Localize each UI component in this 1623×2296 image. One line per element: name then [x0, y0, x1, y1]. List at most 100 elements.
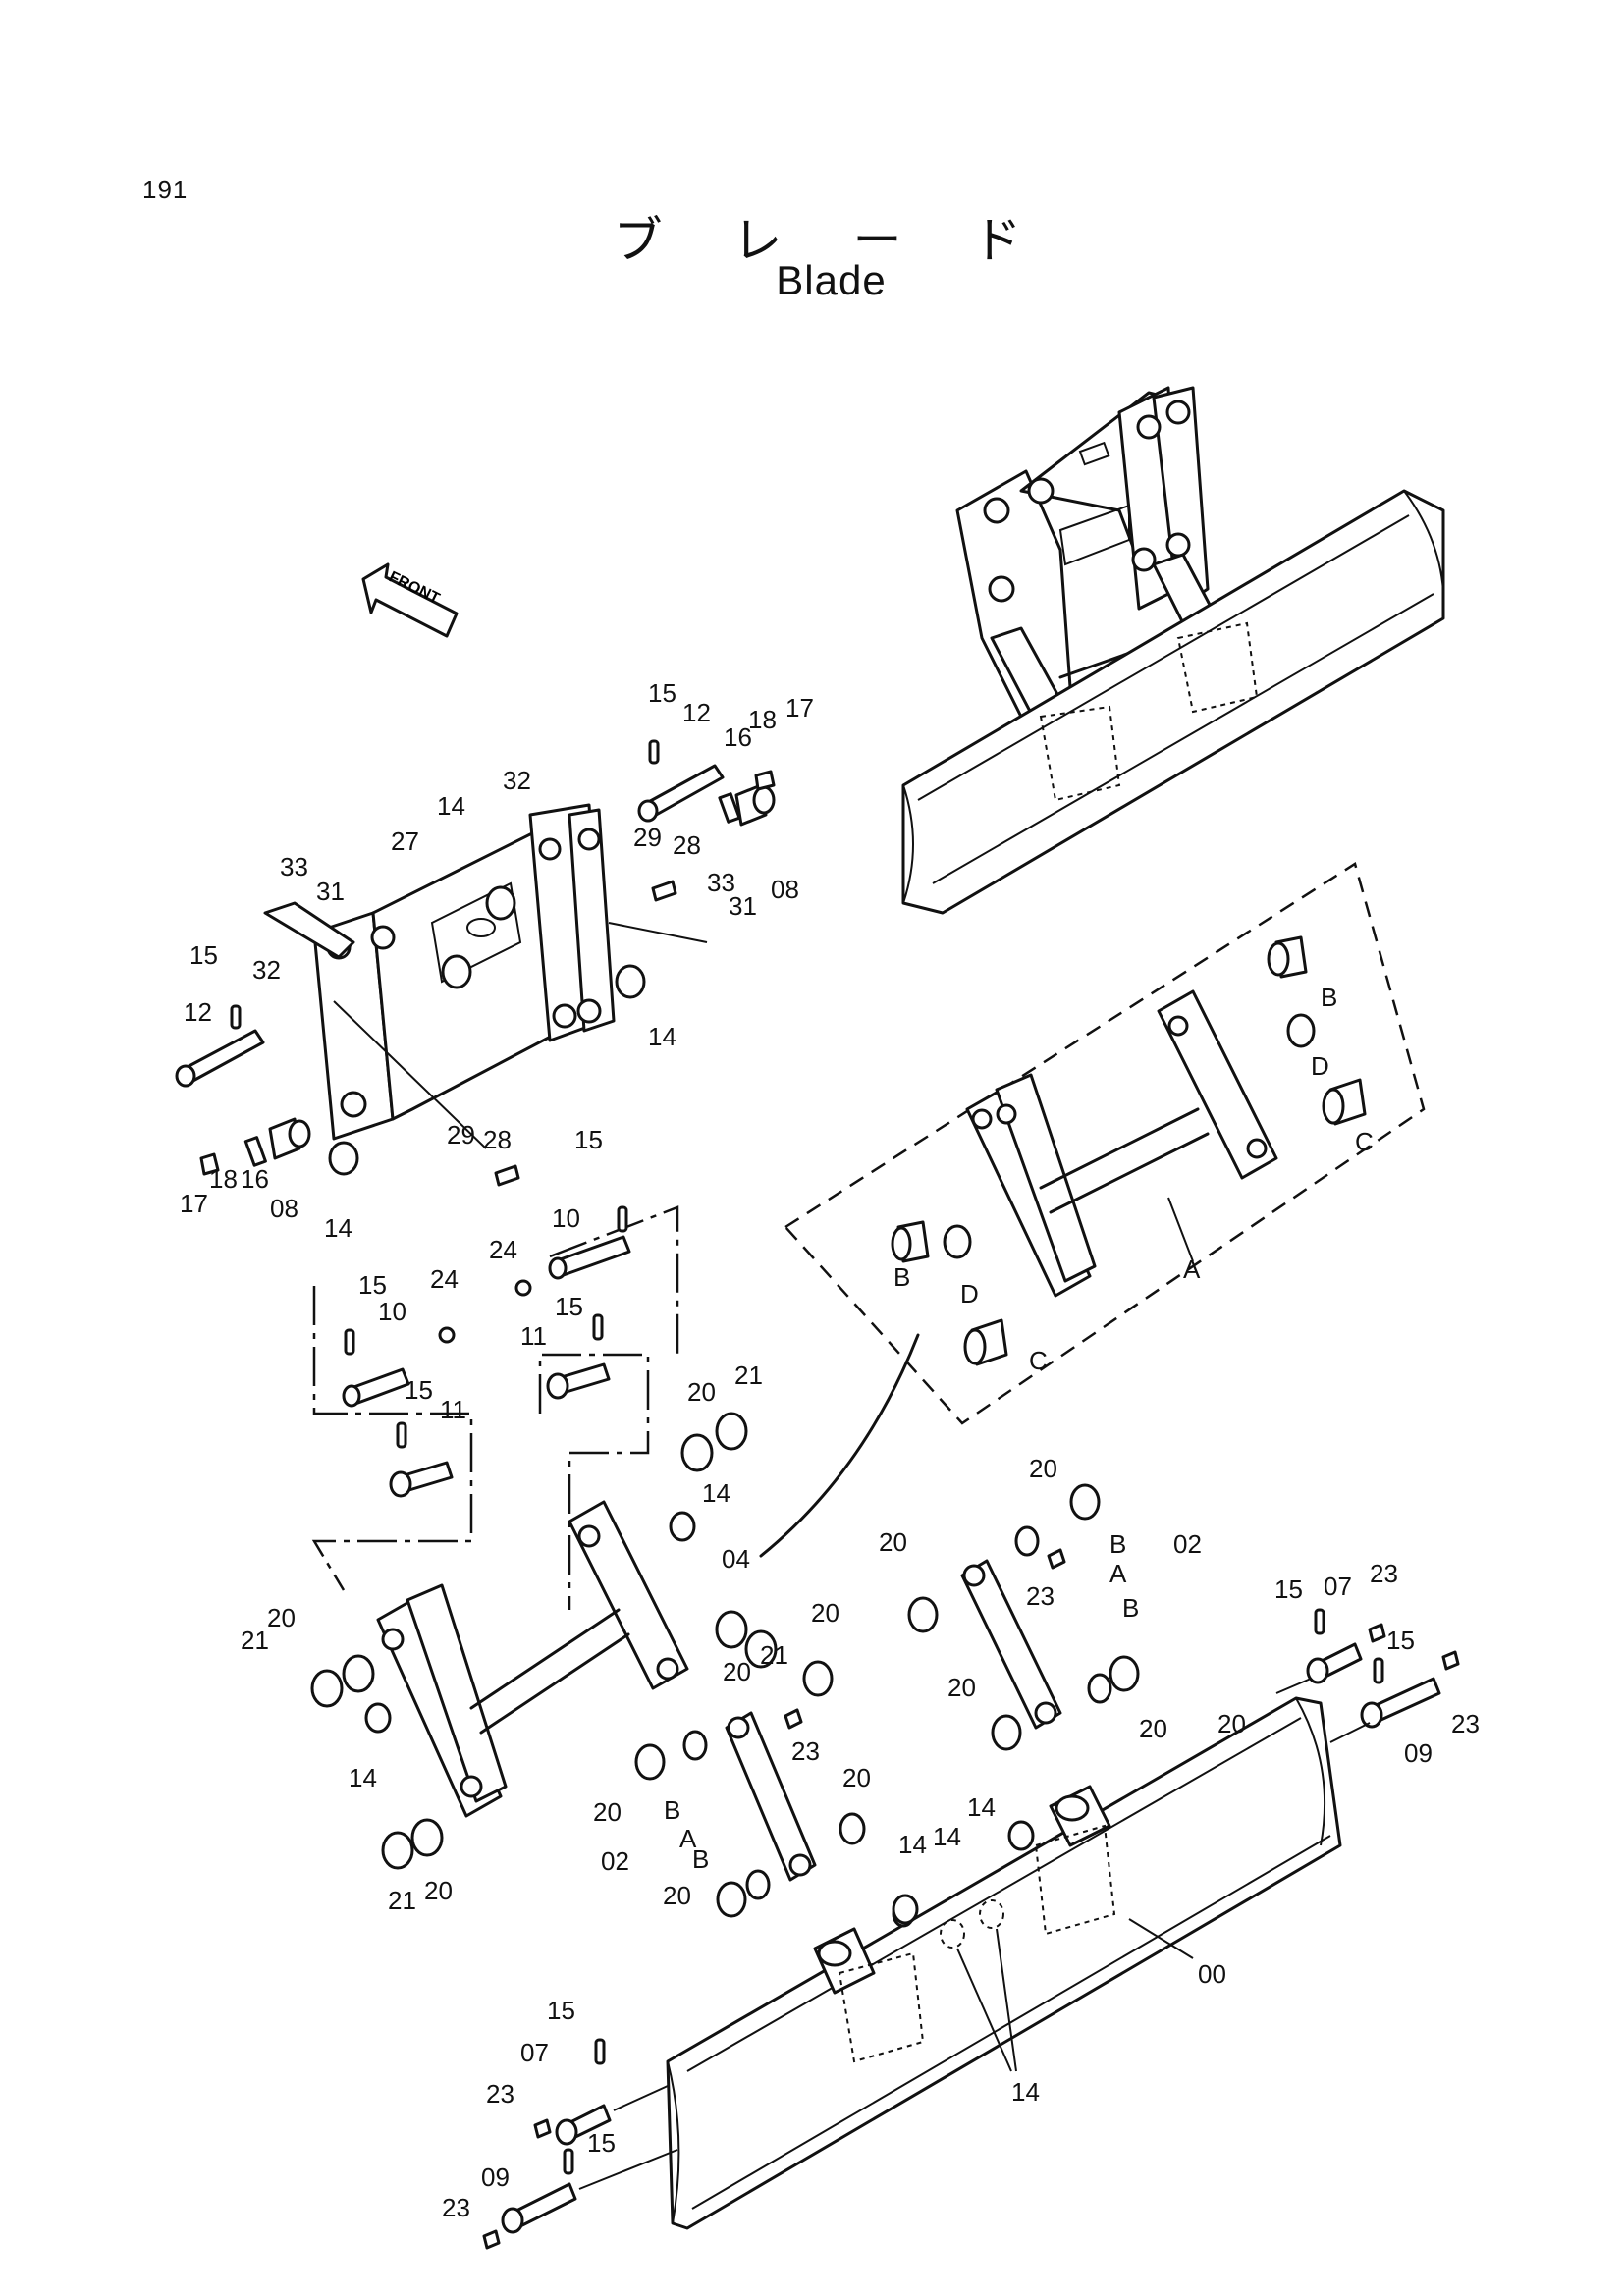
- callout: B: [1109, 1529, 1126, 1559]
- callout: C: [1355, 1127, 1374, 1156]
- callout: 20: [424, 1876, 453, 1905]
- callout: 14: [324, 1213, 352, 1243]
- callout: D: [1311, 1051, 1329, 1081]
- callout: 20: [811, 1598, 839, 1628]
- callout: 23: [442, 2193, 470, 2222]
- callout: 20: [1139, 1714, 1167, 1743]
- callout: 33: [707, 868, 735, 897]
- callout: 20: [593, 1797, 622, 1827]
- callout: 08: [771, 875, 799, 904]
- link-detail-box: [784, 862, 1426, 1425]
- callout: A: [1109, 1559, 1127, 1588]
- callout: 32: [252, 955, 281, 985]
- callout: 14: [702, 1478, 730, 1508]
- callout-labels: 15 12 16 18 17 32 14 27 29 28 33 08 31 3…: [180, 678, 1480, 2222]
- callout: 12: [184, 997, 212, 1027]
- callout: 20: [687, 1377, 716, 1407]
- callout: B: [1122, 1593, 1139, 1623]
- callout: 20: [879, 1527, 907, 1557]
- callout: 29: [447, 1120, 475, 1149]
- callout: 29: [633, 823, 662, 852]
- callout: 15: [574, 1125, 603, 1154]
- callout: B: [664, 1795, 680, 1825]
- callout: 14: [437, 791, 465, 821]
- callout: 20: [842, 1763, 871, 1792]
- callout: B: [893, 1262, 910, 1292]
- callout: D: [960, 1279, 979, 1308]
- callout: 33: [280, 852, 308, 881]
- callout: 24: [430, 1264, 459, 1294]
- callout: 23: [1026, 1581, 1055, 1611]
- callout: 15: [648, 678, 676, 708]
- callout: B: [1321, 983, 1337, 1012]
- callout: 15: [555, 1292, 583, 1321]
- callout: A: [1183, 1255, 1201, 1284]
- callout: 28: [483, 1125, 512, 1154]
- callout: 15: [189, 940, 218, 970]
- callout: 20: [723, 1657, 751, 1686]
- callout: 14: [898, 1830, 927, 1859]
- callout: 09: [481, 2163, 510, 2192]
- callout: 23: [486, 2079, 514, 2109]
- callout: 20: [1029, 1454, 1057, 1483]
- callout: 27: [391, 827, 419, 856]
- callout: 17: [785, 693, 814, 722]
- callout: 21: [241, 1626, 269, 1655]
- callout: 15: [1274, 1575, 1303, 1604]
- callout: 15: [358, 1270, 387, 1300]
- page-number: 191: [142, 175, 189, 204]
- callout: 15: [547, 1996, 575, 2025]
- callout: 23: [1451, 1709, 1480, 1738]
- callout: 31: [729, 891, 757, 921]
- callout: 20: [663, 1881, 691, 1910]
- callout: A: [679, 1824, 697, 1853]
- callout: 24: [489, 1235, 517, 1264]
- callout: 14: [648, 1022, 676, 1051]
- mounting-bracket-assembly: [175, 739, 776, 1187]
- callout: B: [692, 1844, 709, 1874]
- callout: 18: [748, 705, 777, 734]
- callout: 02: [601, 1846, 629, 1876]
- callout: 32: [503, 766, 531, 795]
- blade-00: [482, 1608, 1460, 2250]
- callout: 04: [722, 1544, 750, 1574]
- callout: 16: [241, 1164, 269, 1194]
- callout: 14: [349, 1763, 377, 1792]
- callout: 20: [947, 1673, 976, 1702]
- callout: 10: [378, 1297, 406, 1326]
- callout: 15: [405, 1375, 433, 1405]
- callout: 15: [587, 2128, 616, 2158]
- callout: 02: [1173, 1529, 1202, 1559]
- callout: 21: [734, 1361, 763, 1390]
- callout: 20: [267, 1603, 296, 1632]
- callout: C: [1029, 1346, 1048, 1375]
- callout: 10: [552, 1203, 580, 1233]
- callout: 07: [520, 2038, 549, 2067]
- callout: 20: [1217, 1709, 1246, 1738]
- callout: 14: [1011, 2077, 1040, 2107]
- callout: 11: [440, 1395, 466, 1424]
- callout: 23: [791, 1736, 820, 1766]
- callout: 28: [673, 830, 701, 860]
- callout: 18: [209, 1164, 238, 1194]
- callout: 23: [1370, 1559, 1398, 1588]
- page-title-english: Blade: [776, 257, 887, 303]
- callout: 00: [1198, 1959, 1226, 1989]
- callout: 16: [724, 722, 752, 752]
- callout: 31: [316, 877, 345, 906]
- callout: 14: [933, 1822, 961, 1851]
- callout: 21: [388, 1886, 416, 1915]
- callout: 14: [967, 1792, 996, 1822]
- callout: 12: [682, 698, 711, 727]
- callout: 07: [1324, 1572, 1352, 1601]
- callout: 15: [1386, 1626, 1415, 1655]
- front-direction-arrow: FRONT: [361, 562, 459, 638]
- callout: 09: [1404, 1738, 1433, 1768]
- link-04-assembly: [310, 1205, 920, 1870]
- link-02-assemblies: [634, 1483, 1140, 1918]
- callout: 08: [270, 1194, 298, 1223]
- page-title-japanese: ブ レ ー ド: [613, 212, 1050, 269]
- callout: 17: [180, 1189, 208, 1218]
- callout: 21: [760, 1640, 788, 1670]
